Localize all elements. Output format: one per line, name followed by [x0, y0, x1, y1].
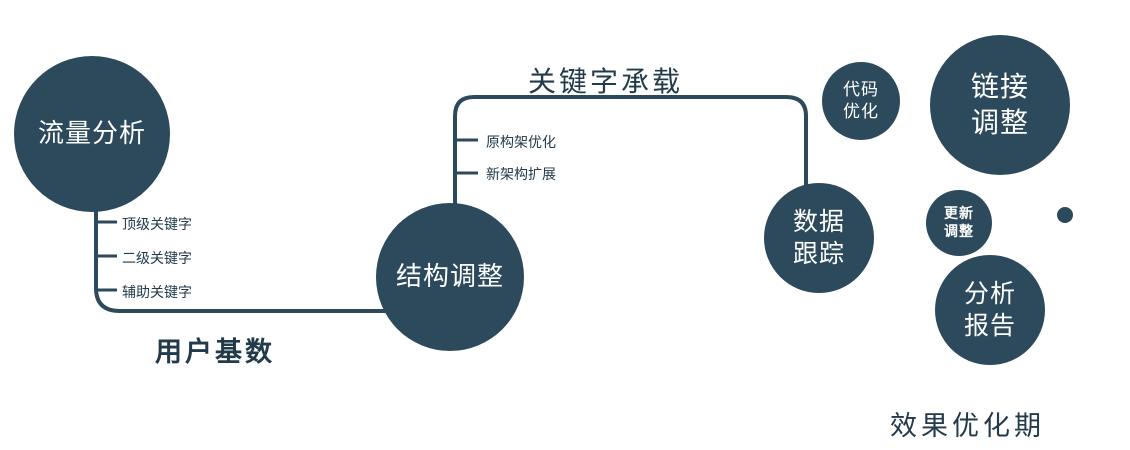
- node-traffic-analysis: 流量分析: [14, 56, 170, 212]
- node-analysis-report-label: 分析 报告: [963, 280, 1016, 340]
- node-structure-adjust-label: 结构调整: [395, 261, 504, 292]
- bullet-dot: [1057, 207, 1073, 223]
- node-code-optimize-label: 代码 优化: [843, 80, 879, 121]
- node-traffic-analysis-label: 流量分析: [37, 118, 146, 149]
- branch-label-original-architecture: 原构架优化: [486, 134, 556, 150]
- branch-ticks-keywords: [96, 220, 117, 292]
- node-structure-adjust: 结构调整: [376, 203, 524, 351]
- edge-label-keyword-carry: 关键字承载: [528, 66, 684, 97]
- branch-ticks-architecture: [455, 138, 478, 175]
- branch-label-new-architecture: 新架构扩展: [486, 166, 556, 182]
- branch-label-secondary-keyword: 二级关键字: [122, 250, 192, 266]
- branch-label-auxiliary-keyword: 辅助关键字: [122, 284, 192, 300]
- branch-label-top-keyword: 顶级关键字: [122, 216, 192, 232]
- edge-traffic-to-structure: [94, 200, 400, 313]
- edge-structure-to-data: [453, 95, 808, 206]
- node-data-tracking-label: 数据 跟踪: [792, 208, 845, 268]
- node-code-optimize: 代码 优化: [822, 62, 900, 140]
- diagram-caption: 效果优化期: [890, 411, 1045, 441]
- node-link-adjust: 链接 调整: [930, 35, 1070, 175]
- node-update-adjust: 更新 调整: [926, 190, 992, 256]
- node-data-tracking: 数据 跟踪: [764, 183, 874, 293]
- edge-label-user-base: 用户基数: [155, 337, 275, 367]
- node-analysis-report: 分析 报告: [935, 255, 1045, 365]
- node-link-adjust-label: 链接 调整: [970, 71, 1029, 138]
- node-update-adjust-label: 更新 调整: [944, 205, 974, 239]
